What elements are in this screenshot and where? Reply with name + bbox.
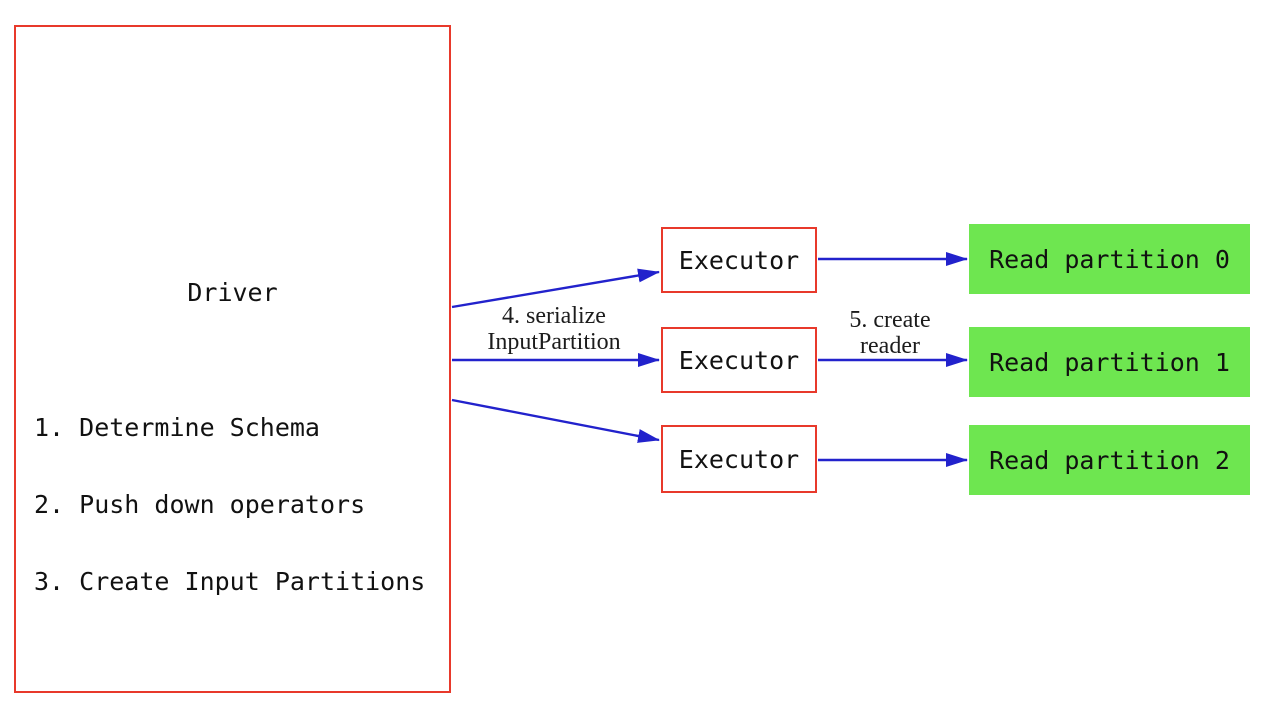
- arrow-driver-executor-0: [451, 268, 660, 309]
- read-partition-label-1: Read partition 1: [989, 347, 1230, 377]
- driver-step-3: 3. Create Input Partitions: [34, 567, 426, 597]
- read-partition-box-1: Read partition 1: [969, 327, 1250, 397]
- driver-title: Driver: [187, 278, 278, 307]
- edge-label-serialize-line1: 4. serialize: [502, 303, 606, 329]
- edge-label-serialize-line2: InputPartition: [487, 329, 621, 355]
- executor-label-2: Executor: [678, 444, 800, 474]
- executor-box-0: Executor: [661, 227, 817, 293]
- read-partition-box-0: Read partition 0: [969, 224, 1250, 294]
- edge-label-create-reader-line2: reader: [860, 333, 920, 359]
- edge-label-create-reader-line1: 5. create: [849, 307, 931, 333]
- executor-label-1: Executor: [678, 345, 800, 375]
- arrow-driver-executor-2: [451, 398, 660, 443]
- executor-box-1: Executor: [661, 327, 817, 393]
- driver-step-1: 1. Determine Schema: [34, 412, 320, 442]
- driver-steps: 1. Determine Schema 2. Push down operato…: [34, 363, 425, 647]
- edge-label-create-reader: 5. create reader: [810, 307, 970, 359]
- read-partition-label-2: Read partition 2: [989, 445, 1230, 475]
- read-partition-label-0: Read partition 0: [989, 244, 1230, 274]
- driver-box: Driver 1. Determine Schema 2. Push down …: [14, 25, 451, 693]
- read-partition-box-2: Read partition 2: [969, 425, 1250, 495]
- edge-label-serialize: 4. serialize InputPartition: [454, 303, 654, 355]
- driver-step-2: 2. Push down operators: [34, 489, 366, 519]
- executor-box-2: Executor: [661, 425, 817, 493]
- executor-label-0: Executor: [678, 245, 800, 275]
